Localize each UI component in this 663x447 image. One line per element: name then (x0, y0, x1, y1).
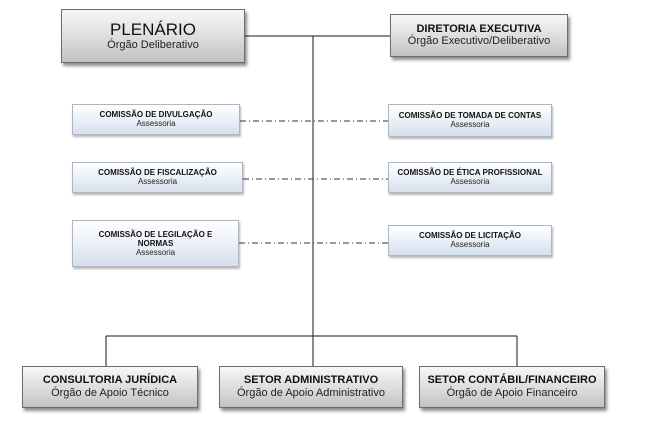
commission-subtitle: Assessoria (136, 119, 176, 129)
commission-divulgacao-box: COMISSÃO DE DIVULGAÇÃO Assessoria (72, 104, 240, 135)
commission-title: COMISSÃO DE TOMADA DE CONTAS (398, 111, 542, 121)
bottom-title: SETOR ADMINISTRATIVO (243, 374, 379, 387)
bottom-subtitle: Órgão de Apoio Administrativo (237, 386, 385, 399)
bottom-subtitle: Órgão de Apoio Financeiro (446, 386, 578, 399)
diretoria-title: DIRETORIA EXECUTIVA (416, 22, 542, 35)
commission-title: COMISSÃO DE LEGILAÇÃO E NORMAS (98, 229, 213, 248)
commission-title: COMISSÃO DE FISCALIZAÇÃO (98, 168, 217, 178)
commission-licitacao-box: COMISSÃO DE LICITAÇÃO Assessoria (388, 225, 552, 256)
plenario-subtitle: Órgão Deliberativo (107, 39, 199, 52)
diretoria-subtitle: Órgão Executivo/Deliberativo (407, 35, 551, 48)
commission-title: COMISSÃO DE ÉTICA PROFISSIONAL (397, 168, 543, 178)
plenario-title: PLENÁRIO (110, 19, 196, 39)
commission-subtitle: Assessoria (450, 240, 490, 250)
commission-tomada-de-contas-box: COMISSÃO DE TOMADA DE CONTAS Assessoria (388, 104, 552, 137)
setor-contabil-financeiro-box: SETOR CONTÁBIL/FINANCEIRO Órgão de Apoio… (419, 366, 605, 408)
bottom-subtitle: Órgão de Apoio Técnico (51, 386, 169, 399)
commission-fiscalizacao-box: COMISSÃO DE FISCALIZAÇÃO Assessoria (72, 162, 243, 193)
commission-etica-profissional-box: COMISSÃO DE ÉTICA PROFISSIONAL Assessori… (388, 162, 552, 193)
commission-title: COMISSÃO DE LICITAÇÃO (418, 231, 522, 241)
commission-legilacao-box: COMISSÃO DE LEGILAÇÃO E NORMAS Assessori… (72, 220, 239, 267)
commission-subtitle: Assessoria (450, 177, 490, 187)
setor-administrativo-box: SETOR ADMINISTRATIVO Órgão de Apoio Admi… (219, 366, 403, 408)
bottom-title: SETOR CONTÁBIL/FINANCEIRO (427, 374, 597, 387)
commission-subtitle: Assessoria (450, 120, 490, 130)
commission-subtitle: Assessoria (137, 177, 178, 187)
diretoria-executiva-box: DIRETORIA EXECUTIVA Órgão Executivo/Deli… (390, 14, 568, 57)
commission-subtitle: Assessoria (135, 247, 176, 257)
consultoria-juridica-box: CONSULTORIA JURÍDICA Órgão de Apoio Técn… (22, 366, 198, 408)
commission-title: COMISSÃO DE DIVULGAÇÃO (99, 110, 213, 120)
bottom-title: CONSULTORIA JURÍDICA (42, 374, 178, 387)
plenario-box: PLENÁRIO Órgão Deliberativo (61, 9, 245, 63)
